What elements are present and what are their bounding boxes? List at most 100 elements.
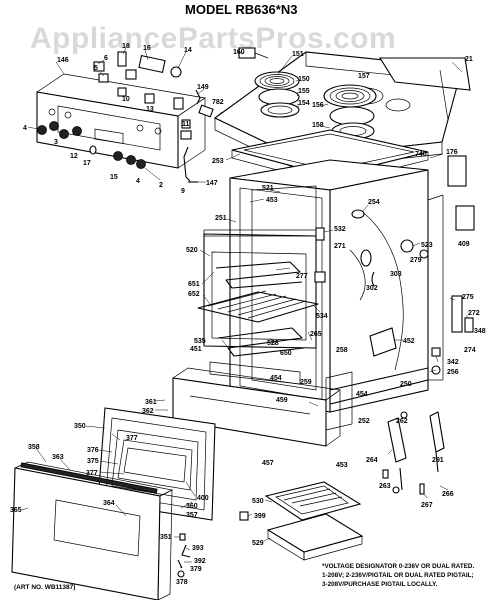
label-271: 271 [334, 243, 346, 250]
label-258: 258 [336, 347, 348, 354]
label-160: 160 [233, 49, 245, 56]
label-21: 21 [465, 56, 473, 63]
voltage-note-line-3: 3-208V/PURCHASE PIGTAIL LOCALLY. [322, 581, 438, 588]
label-459: 459 [276, 397, 288, 404]
label-11: 11 [182, 121, 190, 128]
bracket-409 [455, 205, 475, 231]
burner-rear-left [254, 71, 300, 118]
part-279 [419, 249, 429, 259]
part-532 [315, 227, 325, 241]
voltage-note-line-2: 1-208V; 2-236V/PIGTAIL OR DUAL RATED PIG… [322, 572, 474, 579]
part-254 [351, 209, 365, 219]
voltage-note-line-1: *VOLTAGE DESIGNATOR 0-236V OR DUAL RATED… [322, 563, 474, 570]
label-530: 530 [252, 498, 264, 505]
label-13: 13 [146, 106, 154, 113]
label-534: 534 [316, 313, 328, 320]
lift-rod-9 [183, 146, 191, 182]
label-740: 740 [415, 151, 427, 158]
label-358: 358 [28, 444, 40, 451]
label-18: 18 [122, 43, 130, 50]
label-14: 14 [184, 47, 192, 54]
label-154: 154 [298, 100, 310, 107]
label-5: 5 [94, 65, 98, 72]
label-650: 650 [280, 350, 292, 357]
label-362: 362 [142, 408, 154, 415]
label-256: 256 [447, 369, 459, 376]
label-253: 253 [212, 158, 224, 165]
label-16: 16 [143, 45, 151, 52]
label-454b: 454 [356, 391, 368, 398]
label-375: 375 [87, 458, 99, 465]
label-782: 782 [212, 99, 224, 106]
label-272: 272 [468, 310, 480, 317]
panel-switches [93, 51, 214, 140]
label-254: 254 [368, 199, 380, 206]
label-528: 528 [267, 340, 279, 347]
label-361: 361 [145, 399, 157, 406]
label-535: 535 [194, 338, 206, 345]
label-452: 452 [403, 338, 415, 345]
label-399: 399 [254, 513, 266, 520]
label-652: 652 [188, 291, 200, 298]
label-379: 379 [190, 566, 202, 573]
label-274: 274 [464, 347, 476, 354]
art-number: (ART NO. WB11387) [14, 584, 75, 591]
label-342: 342 [447, 359, 459, 366]
label-156: 156 [312, 102, 324, 109]
label-357: 357 [186, 512, 198, 519]
label-360: 360 [186, 503, 198, 510]
label-4a: 4 [23, 125, 27, 132]
part-number-labels: 146 6 5 18 16 14 10 13 149 11 4 3 12 17 … [10, 43, 486, 586]
label-303: 303 [390, 271, 402, 278]
leader-lines [21, 47, 468, 569]
watermark-text: AppliancePartsPros.com [30, 22, 396, 55]
model-title: MODEL RB636*N3 [185, 2, 297, 17]
label-409: 409 [458, 241, 470, 248]
oven-rack-652 [197, 290, 319, 323]
label-6: 6 [104, 55, 108, 62]
label-457: 457 [262, 460, 274, 467]
label-252: 252 [358, 418, 370, 425]
label-523: 523 [421, 242, 433, 249]
label-377a: 377 [126, 435, 138, 442]
label-275: 275 [462, 294, 474, 301]
label-15: 15 [110, 174, 118, 181]
bake-element-650 [217, 327, 305, 357]
knobs [37, 121, 146, 169]
part-277 [314, 271, 326, 283]
label-251: 251 [215, 215, 227, 222]
label-4b: 4 [136, 178, 140, 185]
label-377b: 377 [86, 470, 98, 477]
label-453a: 453 [266, 197, 278, 204]
label-262: 262 [396, 418, 408, 425]
label-155: 155 [298, 88, 310, 95]
label-2: 2 [159, 182, 163, 189]
label-400: 400 [197, 495, 209, 502]
label-451: 451 [190, 346, 202, 353]
label-265: 265 [310, 331, 322, 338]
label-651: 651 [188, 281, 200, 288]
label-261: 261 [432, 457, 444, 464]
label-17: 17 [83, 160, 91, 167]
label-348: 348 [474, 328, 486, 335]
oven-light-523 [400, 239, 414, 253]
label-150: 150 [298, 76, 310, 83]
label-520: 520 [186, 247, 198, 254]
label-151: 151 [292, 51, 304, 58]
label-392: 392 [194, 558, 206, 565]
part-176 [447, 155, 467, 187]
label-351: 351 [160, 534, 172, 541]
side-bracket-272 [451, 295, 474, 333]
label-350: 350 [74, 423, 86, 430]
door-hinges [382, 411, 445, 495]
label-532: 532 [334, 226, 346, 233]
label-263: 263 [379, 483, 391, 490]
label-454a: 454 [270, 375, 282, 382]
label-378: 378 [176, 579, 188, 586]
label-149: 149 [197, 84, 209, 91]
label-365: 365 [10, 507, 22, 514]
label-147: 147 [206, 180, 218, 187]
label-250: 250 [400, 381, 412, 388]
part-452 [369, 327, 397, 357]
